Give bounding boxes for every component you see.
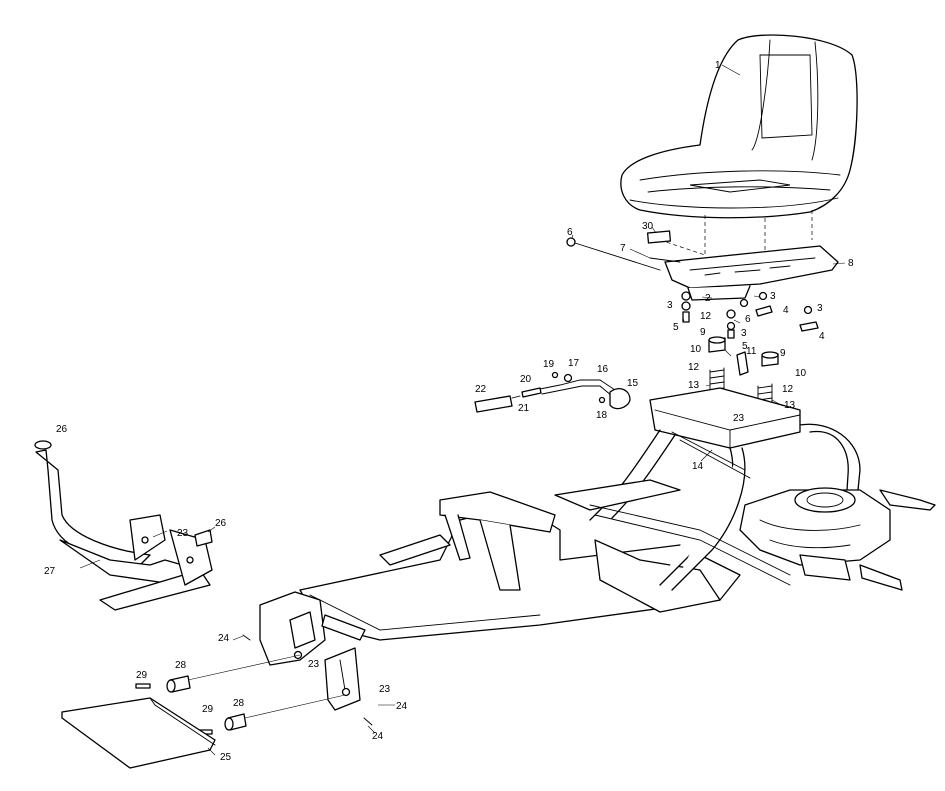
transaxle: [739, 487, 936, 591]
callout-12: 12: [782, 384, 794, 395]
callout-29: 29: [136, 670, 148, 681]
callout-19: 19: [543, 359, 555, 370]
callout-5: 5: [673, 322, 679, 333]
rollers: [135, 654, 346, 735]
callout-6: 6: [567, 227, 573, 238]
callout-10: 10: [690, 344, 702, 355]
leader-lines: [79, 64, 846, 756]
seat-fasteners: [681, 291, 819, 339]
seat-plate: [649, 245, 839, 301]
label-plate: [646, 230, 672, 244]
callout-3: 3: [770, 291, 776, 302]
callout-12: 12: [700, 311, 712, 322]
callout-21: 21: [518, 403, 530, 414]
callout-24: 24: [396, 701, 408, 712]
callout-23: 23: [177, 528, 189, 539]
drawbar: [34, 440, 213, 611]
callout-26: 26: [56, 424, 68, 435]
callout-24: 24: [218, 633, 230, 644]
seat-adjust-lever: [474, 371, 631, 413]
callout-13: 13: [688, 380, 700, 391]
frame: [299, 387, 861, 641]
callout-5: 5: [742, 341, 748, 352]
rod: [566, 237, 661, 271]
callout-25: 25: [220, 752, 232, 763]
callout-7: 7: [620, 243, 626, 254]
seat: [620, 34, 858, 219]
callout-26: 26: [215, 518, 227, 529]
callout-12: 12: [688, 362, 700, 373]
callout-24: 24: [372, 731, 384, 742]
callout-10: 10: [795, 368, 807, 379]
callout-6: 6: [745, 314, 751, 325]
callout-22: 22: [475, 384, 487, 395]
callout-13: 13: [784, 400, 796, 411]
callout-11: 11: [746, 346, 757, 357]
callout-23: 23: [733, 413, 745, 424]
deflector-plate: [61, 697, 216, 769]
callout-3: 3: [817, 303, 823, 314]
callout-28: 28: [233, 698, 245, 709]
callout-8: 8: [848, 258, 854, 269]
callout-3: 3: [667, 300, 673, 311]
callout-27: 27: [44, 566, 56, 577]
callout-1: 1: [715, 60, 721, 71]
callout-14: 14: [692, 461, 704, 472]
callout-9: 9: [700, 327, 706, 338]
callout-20: 20: [520, 374, 532, 385]
front-bracket: [242, 591, 373, 726]
callout-23: 23: [379, 684, 391, 695]
callout-15: 15: [627, 378, 639, 389]
callout-28: 28: [175, 660, 187, 671]
callout-3: 3: [741, 328, 747, 339]
callout-16: 16: [597, 364, 609, 375]
callout-29: 29: [202, 704, 214, 715]
callout-9: 9: [780, 348, 786, 359]
callout-4: 4: [819, 331, 825, 342]
callout-23: 23: [308, 659, 320, 670]
callout-18: 18: [596, 410, 608, 421]
callout-17: 17: [568, 358, 580, 369]
callout-4: 4: [783, 305, 789, 316]
callout-2: 2: [705, 293, 711, 304]
callout-30: 30: [642, 221, 654, 232]
callout-labels: 1 2 3 3 3 3 4 4 5 5 6 6 7 8 9 9 10 10 11…: [44, 60, 854, 763]
